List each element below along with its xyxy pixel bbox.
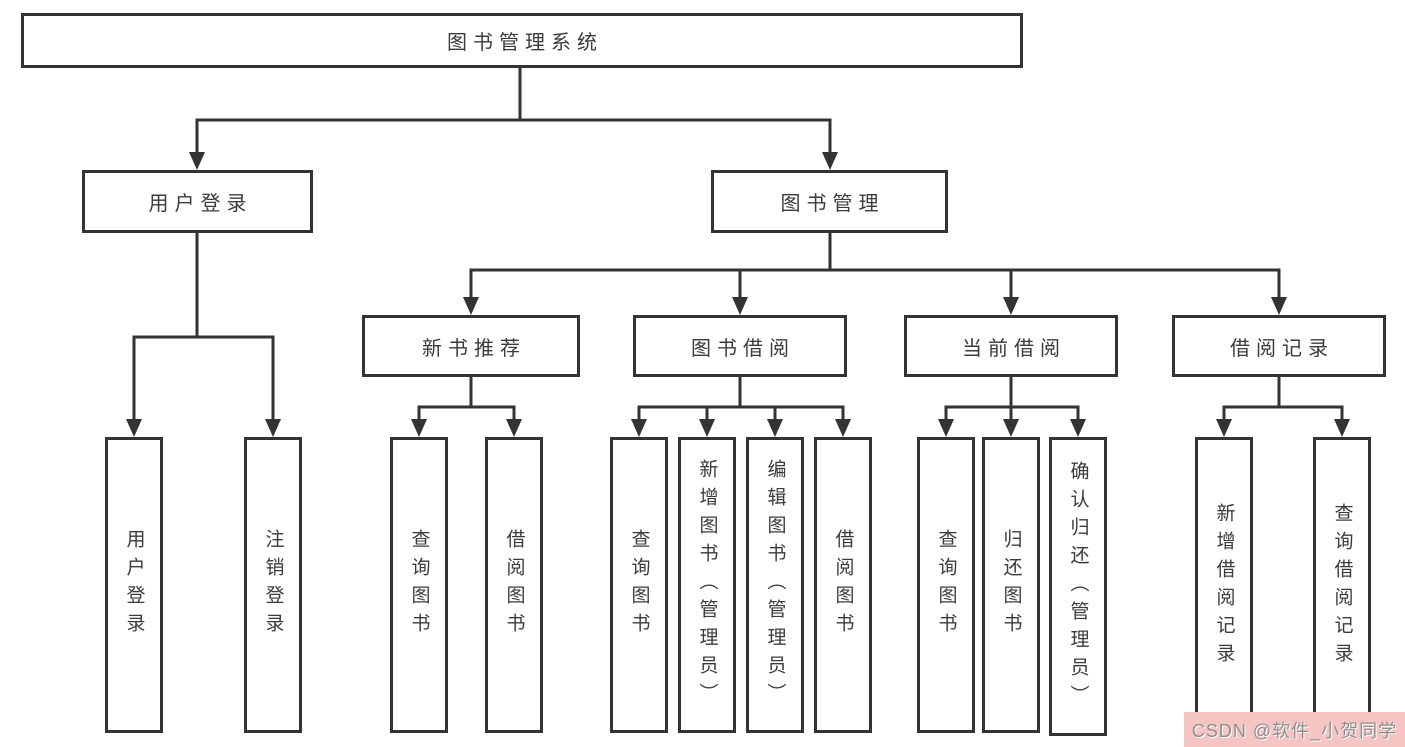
connector-book-management-modules <box>469 231 1281 300</box>
branch-node-user-login: 用户登录 <box>82 170 313 233</box>
leaf-borrow-books-label: 借阅图书 <box>832 529 854 641</box>
leaf-node-query-books-borrowing: 查询图书 <box>610 437 668 733</box>
leaf-add-book-admin-label: 新增图书（管理员） <box>696 459 718 711</box>
leaf-return-books-label: 归还图书 <box>1000 529 1022 641</box>
arrowheads <box>126 152 1350 437</box>
leaf-node-add-book-admin: 新增图书（管理员） <box>678 437 736 733</box>
leaf-node-user-login: 用户登录 <box>105 437 163 733</box>
leaf-add-borrow-record-label: 新增借阅记录 <box>1213 502 1235 671</box>
leaf-edit-book-admin-label: 编辑图书（管理员） <box>764 459 786 711</box>
csdn-watermark-text: CSDN @软件_小贺同学 <box>1191 720 1398 741</box>
leaf-node-edit-book-admin: 编辑图书（管理员） <box>746 437 804 733</box>
leaf-node-confirm-return-admin: 确认归还（管理员） <box>1049 437 1107 736</box>
leaf-query-books-current-label: 查询图书 <box>935 529 957 641</box>
leaf-query-borrow-record-label: 查询借阅记录 <box>1331 502 1353 671</box>
leaf-node-return-books: 归还图书 <box>982 437 1040 733</box>
leaf-node-add-borrow-record: 新增借阅记录 <box>1195 437 1253 736</box>
connector-current-borrowing-leaves <box>944 375 1080 422</box>
leaf-node-borrow-books: 借阅图书 <box>814 437 872 733</box>
csdn-watermark: CSDN @软件_小贺同学 <box>1184 712 1405 747</box>
connector-new-book-leaves <box>417 375 516 422</box>
leaf-node-logout: 注销登录 <box>244 437 302 733</box>
module-node-borrowing-records: 借阅记录 <box>1172 315 1386 377</box>
module-current-borrowing-label: 当前借阅 <box>962 337 1066 360</box>
leaf-user-login-label: 用户登录 <box>123 529 145 641</box>
leaf-query-books-recommend-label: 查询图书 <box>408 529 430 641</box>
connector-book-borrowing-leaves <box>637 375 845 422</box>
root-node: 图书管理系统 <box>21 13 1023 68</box>
connector-user-login-leaves <box>132 231 275 422</box>
leaf-node-query-books-current: 查询图书 <box>917 437 975 733</box>
leaf-borrow-books-recommend-label: 借阅图书 <box>503 529 525 641</box>
branch-user-login-label: 用户登录 <box>148 193 253 215</box>
connector-borrow-records-leaves <box>1222 375 1344 422</box>
module-new-book-label: 新书推荐 <box>422 337 526 360</box>
branch-book-management-label: 图书管理 <box>780 193 885 215</box>
leaf-query-books-borrowing-label: 查询图书 <box>628 529 650 641</box>
module-node-book-borrowing: 图书借阅 <box>633 315 847 377</box>
module-borrowing-records-label: 借阅记录 <box>1230 337 1334 360</box>
module-node-current-borrowing: 当前借阅 <box>904 315 1118 377</box>
module-book-borrowing-label: 图书借阅 <box>691 337 795 360</box>
module-node-new-book-recommendation: 新书推荐 <box>362 315 580 377</box>
leaf-logout-label: 注销登录 <box>262 529 284 641</box>
leaf-node-borrow-books-recommend: 借阅图书 <box>485 437 543 733</box>
leaf-confirm-return-admin-label: 确认归还（管理员） <box>1067 460 1089 713</box>
leaf-node-query-borrow-record: 查询借阅记录 <box>1313 437 1371 736</box>
root-node-label: 图书管理系统 <box>447 32 603 54</box>
leaf-node-query-books-recommend: 查询图书 <box>390 437 448 733</box>
branch-node-book-management: 图书管理 <box>711 170 948 233</box>
connector-root-to-branches <box>195 66 832 155</box>
